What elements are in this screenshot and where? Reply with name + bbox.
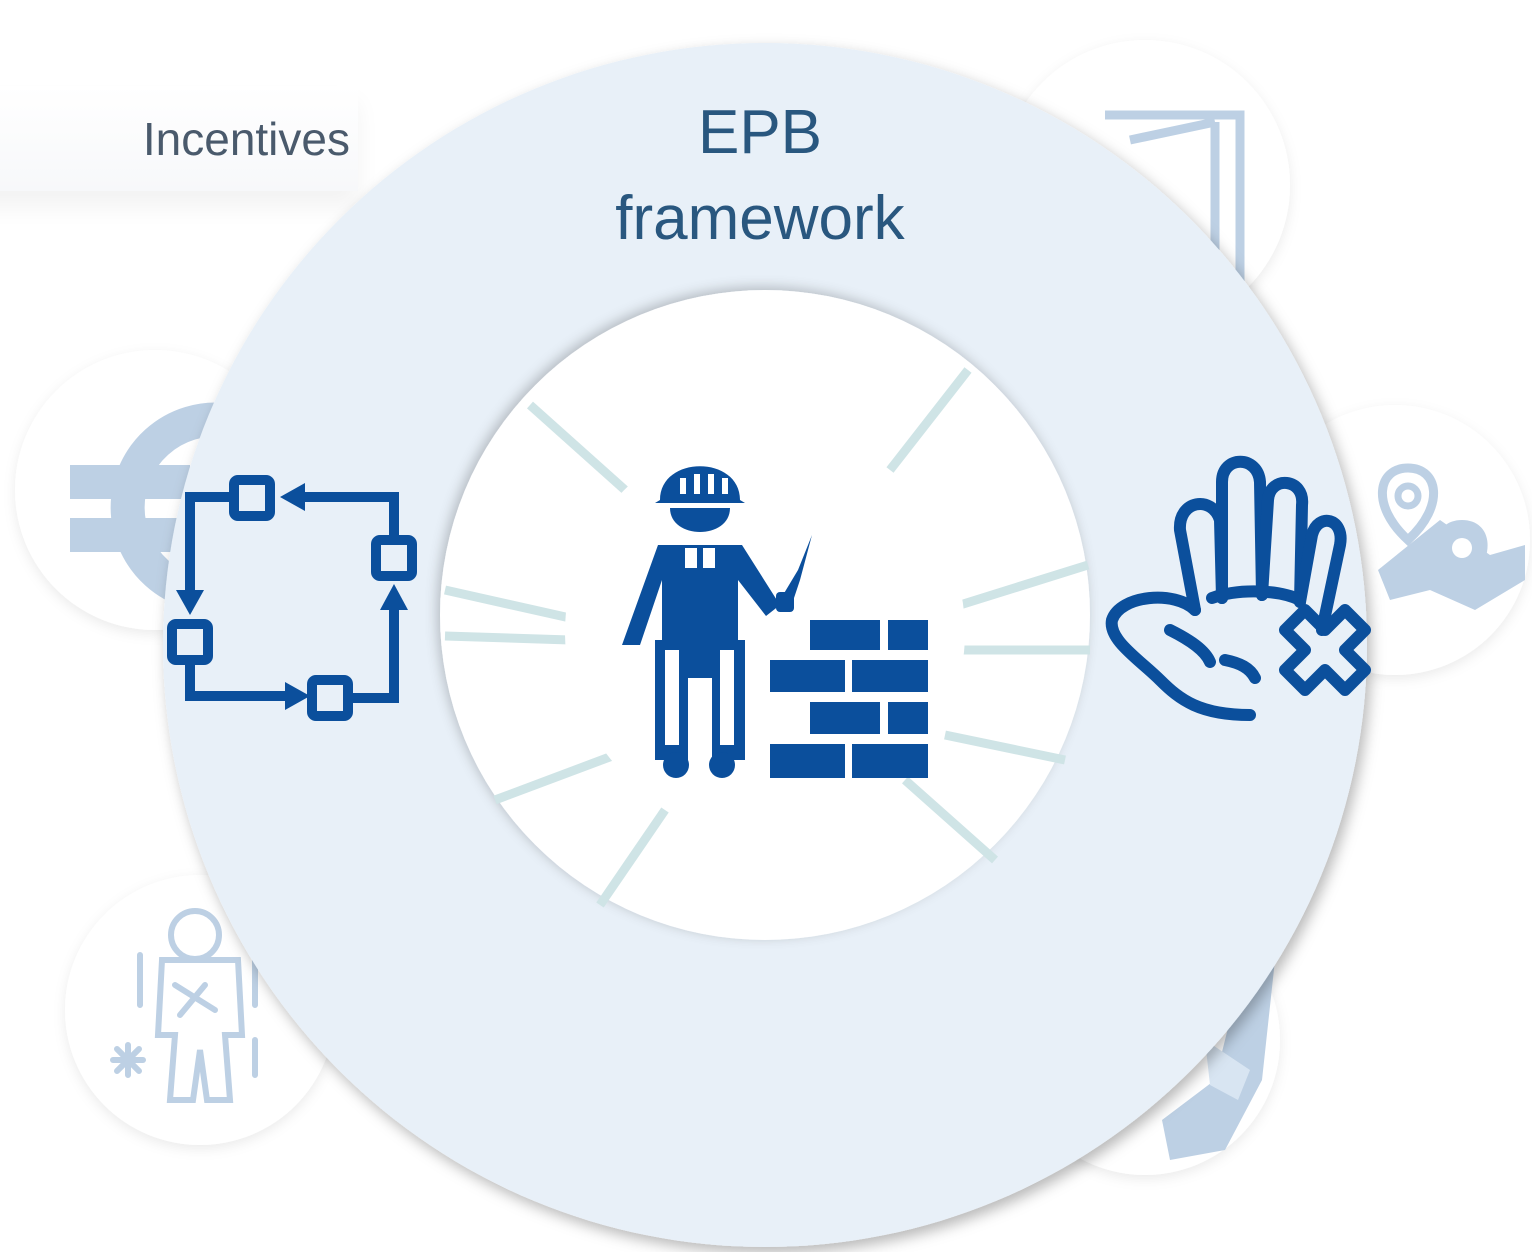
spokes xyxy=(444,367,1090,908)
cold-person-icon xyxy=(110,908,258,1103)
map-pin-icon xyxy=(1377,463,1525,610)
boot-icon xyxy=(1162,960,1275,1160)
cycle-process-icon xyxy=(167,475,417,721)
cycle-process-arrowheads xyxy=(176,483,408,710)
incentives-label: Incentives xyxy=(142,112,350,165)
construction-worker-brick-wall-icon xyxy=(622,466,928,778)
ring-title: EPB framework xyxy=(520,90,1000,262)
stop-hand-x-icon xyxy=(1105,455,1347,721)
ring-title-line2: framework xyxy=(615,184,905,253)
x-mark-icon xyxy=(1279,604,1371,696)
incentives-label-box: Incentives xyxy=(0,86,358,191)
ring-title-line1: EPB xyxy=(697,98,823,167)
